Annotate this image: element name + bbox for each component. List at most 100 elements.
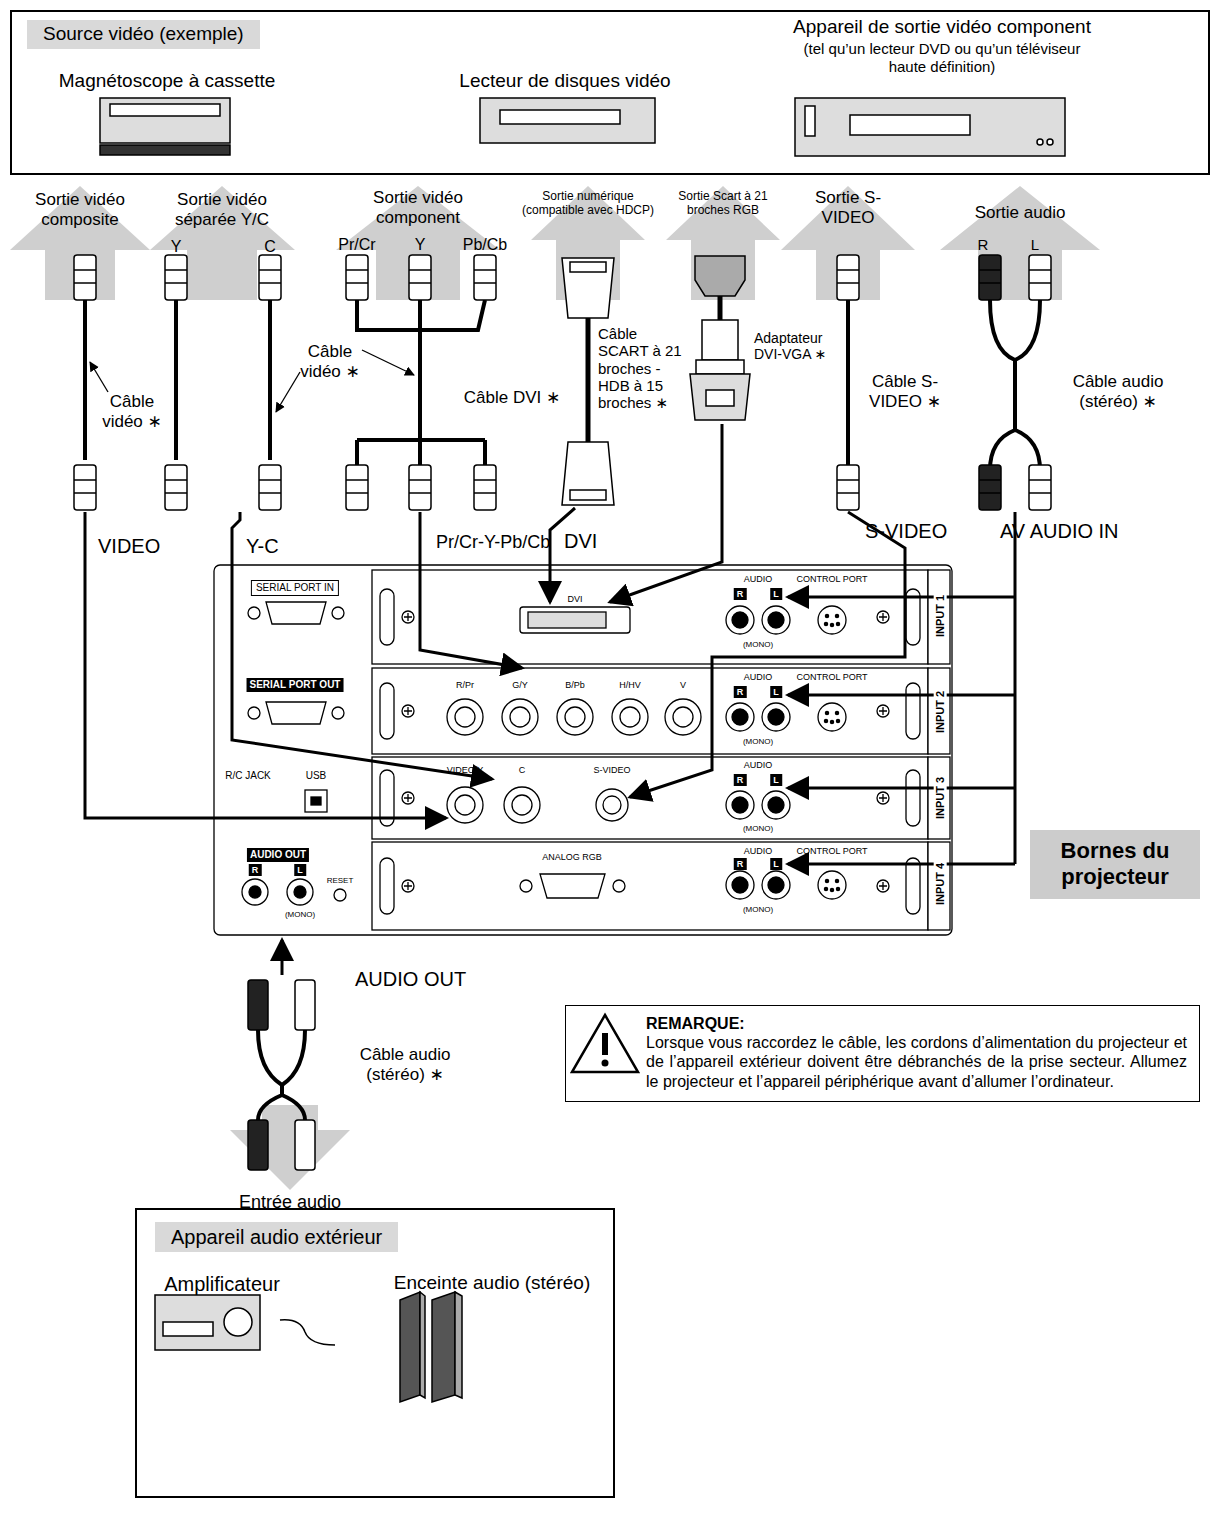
terminal-label: (MONO) [743,824,773,833]
terminal-label: R [734,686,747,698]
video-devices [100,98,1065,156]
plug [295,1120,315,1170]
input-slot-label: INPUT 3 [934,775,947,821]
plug-ring [346,479,368,481]
callout-label: VIDEO [98,535,160,558]
terminal-label: RESET [327,876,354,885]
plug [346,465,368,510]
terminal-label: V [680,680,686,690]
terminal-label: SERIAL PORT OUT [247,678,344,692]
node-text: Enceinte audio (stéréo) [394,1272,590,1295]
callout-label: Câble audio (stéréo) ∗ [350,1045,460,1084]
plug-ring [346,282,368,284]
control-port [818,606,846,634]
node-text: Source vidéo (exemple) [43,23,244,46]
node-text: REMARQUE: [646,1014,1187,1033]
terminal-label: R [734,858,747,870]
plug-ring [474,492,496,494]
callout-label: Câble vidéo ∗ [99,392,165,431]
control-port [818,703,846,731]
plug [346,255,368,300]
audio-jack-core [768,612,784,628]
plug [74,465,96,510]
control-port-pin [836,719,839,722]
screw [877,705,889,717]
audio-jack-core [732,877,748,893]
callout-label: Câble vidéo ∗ [297,342,363,381]
terminal-label: S-VIDEO [593,765,630,775]
plug [979,465,1001,510]
terminal-label: VIDEO/Y [447,765,484,775]
plug-ring [346,492,368,494]
plug [165,255,187,300]
callout-label: Câble audio (stéréo) ∗ [1058,372,1178,411]
screw [402,611,414,623]
node-box: Appareil audio extérieur [155,1222,398,1252]
terminal-label: (MONO) [743,905,773,914]
screw-cross [404,794,412,802]
callout-label: Pr/Cr-Y-Pb/Cb [436,532,550,553]
plug [409,465,431,510]
plug-ring [837,492,859,494]
node-text: Amplificateur [164,1272,280,1296]
terminal-label: L [770,774,782,786]
node-text: (tel qu’un lecteur DVD ou qu’un télévise… [792,40,1092,76]
module-slot [380,589,394,645]
screw [877,880,889,892]
terminal-label: B/Pb [565,680,585,690]
plug-ring [837,282,859,284]
terminal-label: H/HV [619,680,641,690]
node-box: Amplificateur Enceinte audio (stéréo) Appa… [135,1208,615,1498]
plug [248,1120,268,1170]
plug-ring [1029,282,1051,284]
plug-ring [165,479,187,481]
plug-ring [409,269,431,271]
terminal-label: C [519,765,526,775]
plug-ring [1029,479,1051,481]
callout-label: AUDIO OUT [355,968,466,991]
plug [1029,255,1051,300]
control-port-pin [825,879,828,882]
audio-jack [762,703,790,731]
plug-ring [474,269,496,271]
audio-jack [762,791,790,819]
terminal-label: CONTROL PORT [796,574,867,584]
control-port-pin [835,614,838,617]
node-box: Magnétoscope à cassetteLecteur de disque… [10,10,1210,175]
terminal-label: L [294,864,306,876]
callout-label: Adaptateur DVI-VGA ∗ [754,330,840,362]
plug-ring [165,492,187,494]
audio-jack-core [768,797,784,813]
callout-label: AV AUDIO IN [1000,520,1119,543]
plug [474,255,496,300]
control-port-pin [836,887,839,890]
plug [979,255,1001,300]
screw-cross [404,707,412,715]
callout-label: Y-C [246,535,279,558]
control-port-pin [825,614,828,617]
control-port-pin [825,711,828,714]
screw [877,611,889,623]
callout-label: Sortie vidéo séparée Y/C [162,190,282,229]
terminal-label: (MONO) [743,737,773,746]
plug-ring [259,479,281,481]
plug-ring [409,479,431,481]
terminal-label: AUDIO [744,672,773,682]
node-box: Bornes du projecteur [1030,830,1200,899]
control-port-pin [824,887,827,890]
plug [248,980,268,1030]
callout-label: Sortie S-VIDEO [803,188,893,227]
cables [74,255,1051,1402]
terminal-label: R [734,588,747,600]
terminal-label: AUDIO OUT [247,848,309,862]
plug-ring [474,282,496,284]
screw [402,792,414,804]
terminal-label: CONTROL PORT [796,846,867,856]
plug [259,255,281,300]
plug-ring [165,282,187,284]
terminal-label: (MONO) [743,640,773,649]
plug-ring [837,479,859,481]
screw-cross [404,613,412,621]
terminal-label: R/Pr [456,680,474,690]
control-port-pin [824,719,827,722]
